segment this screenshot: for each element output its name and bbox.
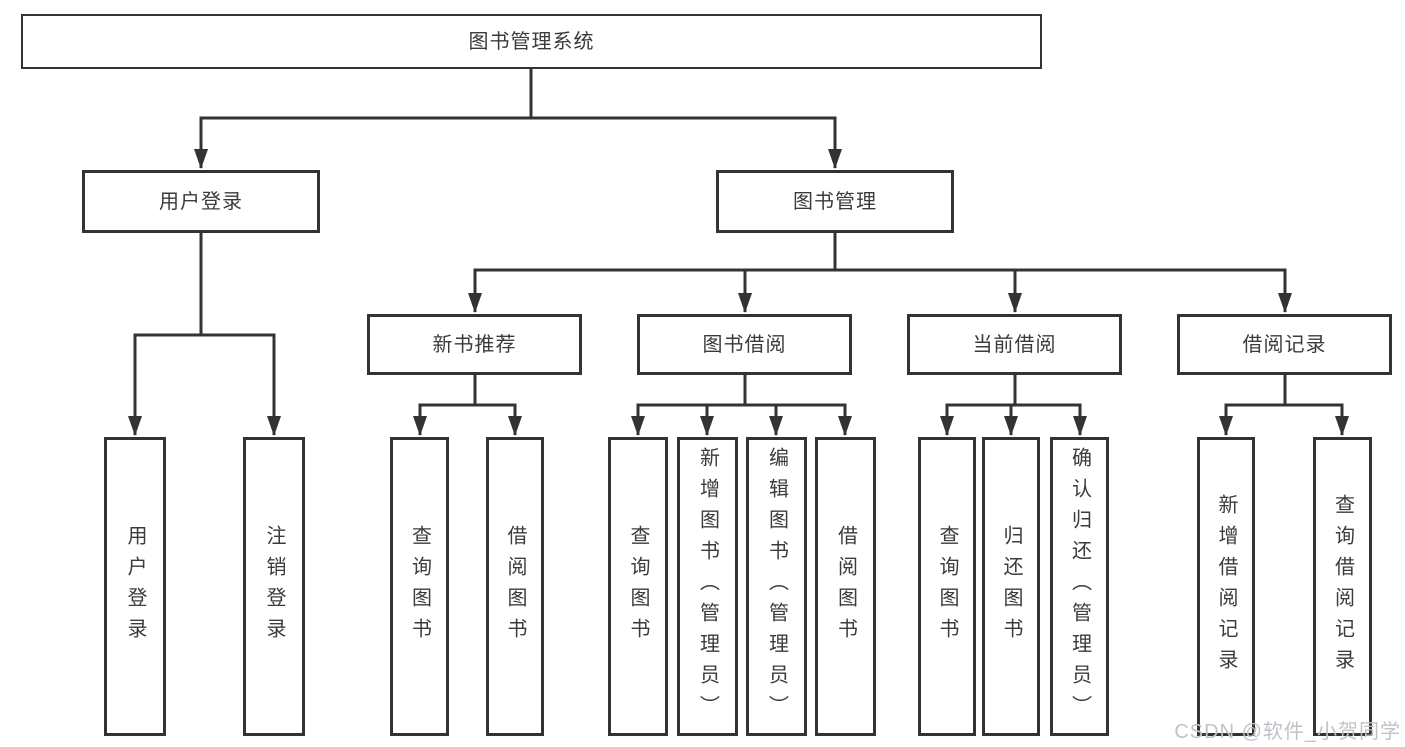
node-label: 图书借阅 — [702, 333, 787, 356]
node-label: 查询借阅记录 — [1331, 493, 1354, 680]
node-label: 借阅图书 — [504, 524, 526, 649]
node-current-borrow: 当前借阅 — [907, 314, 1122, 375]
node-label: 图书管理 — [793, 190, 877, 213]
connector-recommend-to-leaves — [413, 373, 522, 436]
node-user-login: 用户登录 — [82, 170, 320, 233]
node-new-book-recommend: 新书推荐 — [367, 314, 582, 375]
leaf-borrow-books-recommend: 借阅图书 — [486, 437, 544, 736]
leaf-add-books-admin: 新增图书（管理员） — [677, 437, 738, 736]
leaf-add-borrow-record: 新增借阅记录 — [1197, 437, 1255, 736]
leaf-borrow-books: 借阅图书 — [815, 437, 876, 736]
connector-userlogin-to-leaves — [128, 231, 281, 436]
node-label: 注销登录 — [263, 524, 285, 649]
node-library-system: 图书管理系统 — [21, 14, 1042, 69]
leaf-query-books-borrow: 查询图书 — [608, 437, 668, 736]
node-label: 查询图书 — [408, 524, 431, 649]
leaf-confirm-return-admin: 确认归还（管理员） — [1050, 437, 1109, 736]
node-label: 用户登录 — [124, 524, 146, 649]
node-label: 当前借阅 — [972, 333, 1057, 356]
leaf-query-books-current: 查询图书 — [918, 437, 976, 736]
leaf-query-borrow-record: 查询借阅记录 — [1313, 437, 1372, 736]
node-label: 图书管理系统 — [468, 30, 595, 53]
connector-borrow-to-leaves — [631, 373, 852, 436]
node-label: 归还图书 — [1000, 524, 1022, 649]
node-label: 用户登录 — [159, 190, 243, 213]
node-label: 借阅记录 — [1242, 333, 1327, 356]
node-label: 新增图书（管理员） — [696, 447, 719, 726]
connector-bookmgmt-to-level3 — [468, 231, 1292, 313]
node-label: 新增借阅记录 — [1215, 493, 1237, 680]
node-label: 查询图书 — [627, 524, 649, 649]
connector-records-to-leaves — [1219, 373, 1349, 436]
node-label: 确认归还（管理员） — [1068, 447, 1091, 726]
leaf-return-books: 归还图书 — [982, 437, 1040, 736]
node-label: 借阅图书 — [834, 524, 857, 649]
leaf-logout-login: 注销登录 — [243, 437, 305, 736]
connector-current-to-leaves — [940, 373, 1087, 436]
csdn-watermark: CSDN @软件_小贺同学 — [1174, 721, 1401, 743]
leaf-user-login: 用户登录 — [104, 437, 166, 736]
node-label: 查询图书 — [936, 524, 958, 649]
node-label: 编辑图书（管理员） — [765, 447, 788, 726]
connector-root-to-level2 — [194, 66, 842, 169]
node-borrow-records: 借阅记录 — [1177, 314, 1392, 375]
leaf-query-books-recommend: 查询图书 — [390, 437, 449, 736]
node-book-borrow: 图书借阅 — [637, 314, 852, 375]
node-book-management: 图书管理 — [716, 170, 954, 233]
node-label: 新书推荐 — [432, 333, 517, 356]
leaf-edit-books-admin: 编辑图书（管理员） — [746, 437, 807, 736]
